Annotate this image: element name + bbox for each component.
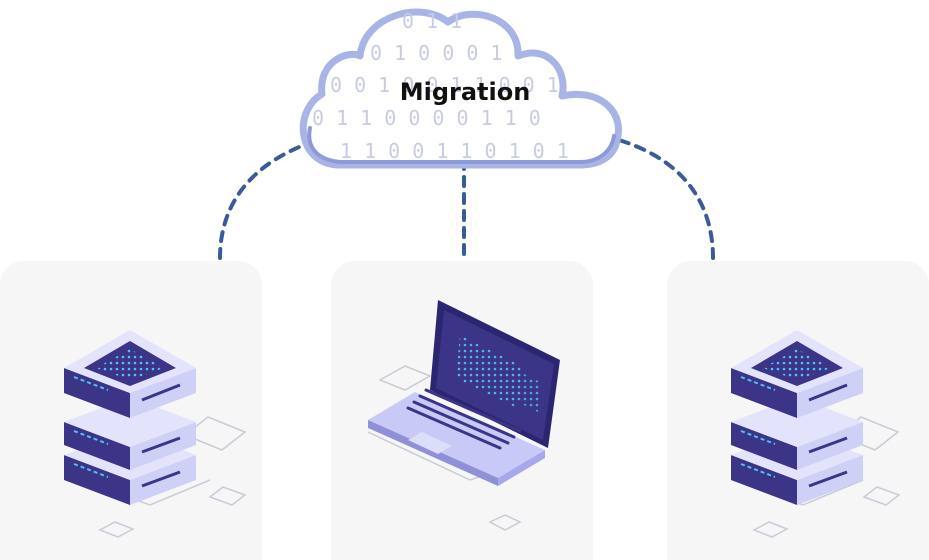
- connector-left: [218, 138, 320, 260]
- binary-row: 0 0 1 0 0 1 1 0 0 1: [330, 73, 559, 97]
- connector-right: [610, 136, 715, 260]
- binary-digits: 0 1 1 0 1 0 0 0 1 0 0 1 0 0 1 1 0 0 1 0 1 1…: [312, 9, 569, 163]
- cloud-title: Migration: [399, 78, 531, 106]
- laptop-icon: [367, 300, 560, 531]
- server-stack-icon-left: [64, 330, 247, 538]
- binary-row: 0 1 1: [402, 9, 462, 33]
- binary-row: 0 1 1 0 0 0 0 1 1 0: [312, 106, 541, 130]
- server-stack-icon-right: [731, 330, 901, 538]
- binary-row: 0 1 0 0 0 1: [370, 41, 502, 65]
- connector-lines: [218, 136, 715, 262]
- binary-row: 1 1 0 0 1 1 0 1 0 1: [340, 139, 569, 163]
- cloud-icon: 0 1 1 0 1 0 0 0 1 0 0 1 0 0 1 1 0 0 1 0 1 1…: [299, 8, 622, 169]
